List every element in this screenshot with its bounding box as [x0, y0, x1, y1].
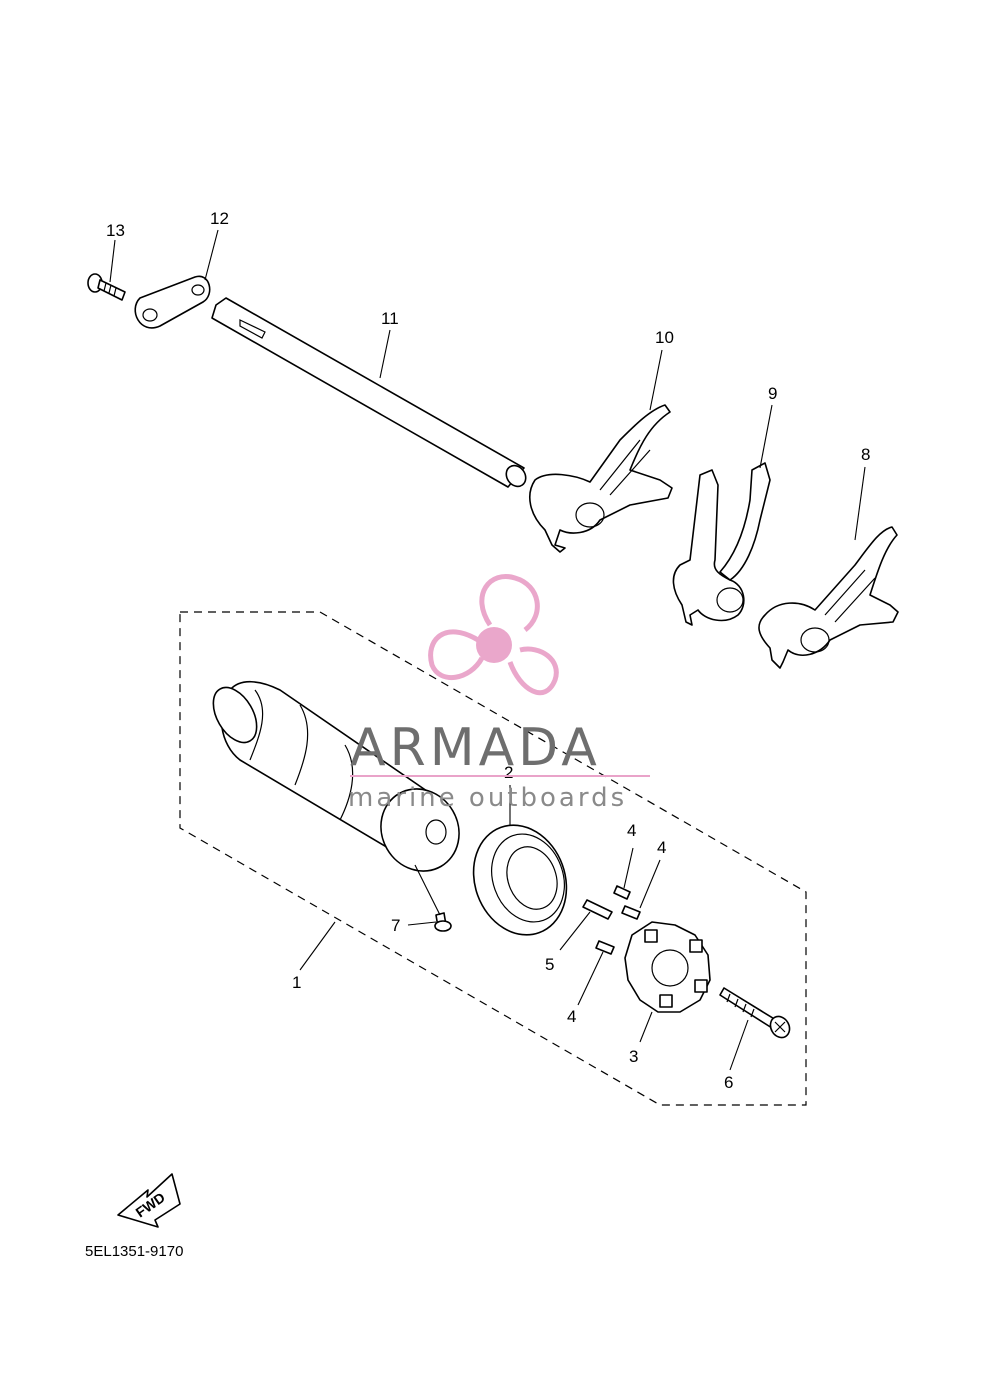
label-10: 10	[655, 328, 674, 347]
part-6-bolt[interactable]	[719, 987, 793, 1041]
assembly-group-outline	[179, 611, 807, 1106]
label-5: 5	[545, 955, 554, 974]
fwd-arrow: FWD	[117, 1173, 181, 1228]
part-4-pin-b[interactable]	[621, 905, 641, 920]
part-10-shift-fork[interactable]	[529, 404, 673, 553]
part-3-segment[interactable]	[624, 921, 711, 1013]
part-4-pin-c[interactable]	[595, 940, 615, 955]
label-7: 7	[391, 916, 400, 935]
label-9: 9	[768, 384, 777, 403]
leader-lines	[109, 229, 866, 1071]
label-11: 11	[381, 309, 399, 328]
propeller-icon	[428, 574, 559, 696]
label-3: 3	[629, 1047, 638, 1066]
part-11-guide-bar[interactable]	[211, 297, 530, 490]
label-12: 12	[210, 209, 229, 228]
brand-tagline: marine outboards	[348, 783, 627, 813]
part-12-plate[interactable]	[134, 275, 211, 329]
label-1: 1	[292, 973, 301, 992]
brand-name: ARMADA	[350, 718, 601, 778]
label-4-c: 4	[567, 1007, 576, 1026]
label-6: 6	[724, 1073, 733, 1092]
part-4-pin-a[interactable]	[613, 885, 631, 900]
part-5-pin[interactable]	[582, 899, 613, 920]
part-8-shift-fork[interactable]	[758, 526, 899, 669]
label-8: 8	[861, 445, 870, 464]
part-1-shift-drum[interactable]	[204, 680, 473, 885]
part-labels: 13 12 11 10 9 8 2 4 4 5 4 3 6 7 1	[106, 209, 870, 1092]
part-2-bearing[interactable]	[459, 812, 582, 948]
part-7-screw[interactable]	[434, 912, 452, 932]
drawing-code: 5EL1351-9170	[85, 1243, 183, 1260]
label-4-b: 4	[657, 838, 666, 857]
label-2: 2	[504, 763, 513, 782]
label-13: 13	[106, 221, 125, 240]
part-13-screw[interactable]	[87, 273, 126, 301]
part-9-shift-fork[interactable]	[672, 462, 771, 626]
label-4-a: 4	[627, 821, 636, 840]
